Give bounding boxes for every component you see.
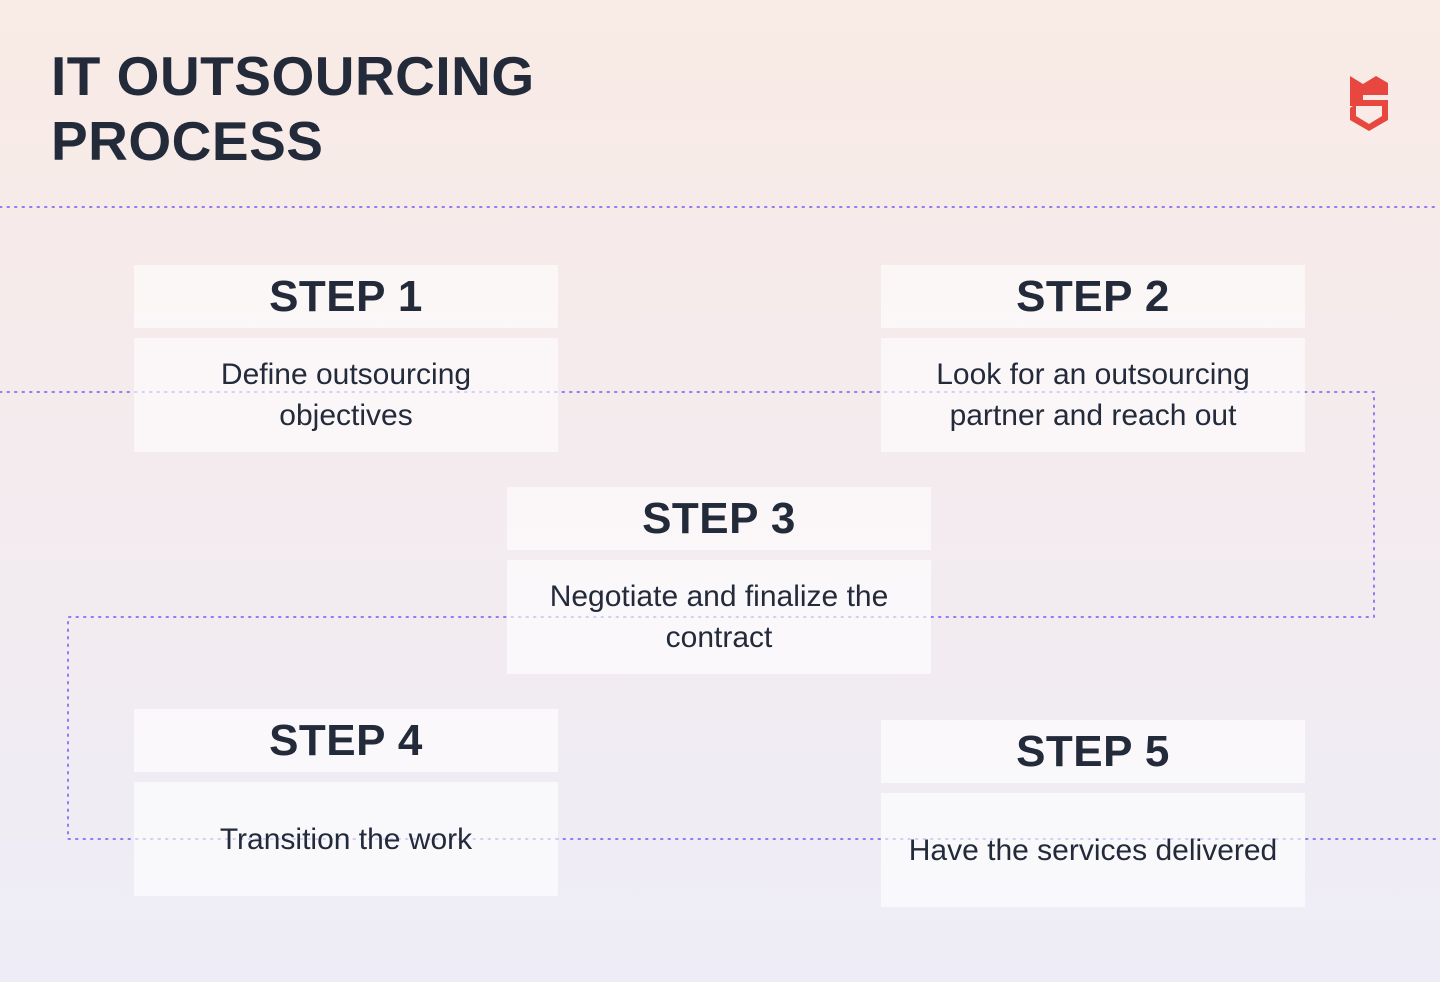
step-5-card: STEP 5 Have the services delivered — [881, 720, 1305, 907]
step-2-description: Look for an outsourcing partner and reac… — [881, 338, 1305, 452]
step-3-card: STEP 3 Negotiate and finalize the contra… — [507, 487, 931, 674]
step-1-description: Define outsourcing objectives — [134, 338, 558, 452]
step-3-title: STEP 3 — [507, 487, 931, 550]
step-2-card: STEP 2 Look for an outsourcing partner a… — [881, 265, 1305, 452]
page-title: IT OUTSOURCING PROCESS — [51, 44, 535, 174]
step-5-title: STEP 5 — [881, 720, 1305, 783]
step-4-card: STEP 4 Transition the work — [134, 709, 558, 896]
title-line-1: IT OUTSOURCING — [51, 45, 535, 107]
shield-s-logo-icon — [1350, 76, 1388, 131]
step-5-description: Have the services delivered — [881, 793, 1305, 907]
step-2-title: STEP 2 — [881, 265, 1305, 328]
title-line-2: PROCESS — [51, 110, 324, 172]
step-4-title: STEP 4 — [134, 709, 558, 772]
step-1-card: STEP 1 Define outsourcing objectives — [134, 265, 558, 452]
step-1-title: STEP 1 — [134, 265, 558, 328]
step-4-description: Transition the work — [134, 782, 558, 896]
step-3-description: Negotiate and finalize the contract — [507, 560, 931, 674]
